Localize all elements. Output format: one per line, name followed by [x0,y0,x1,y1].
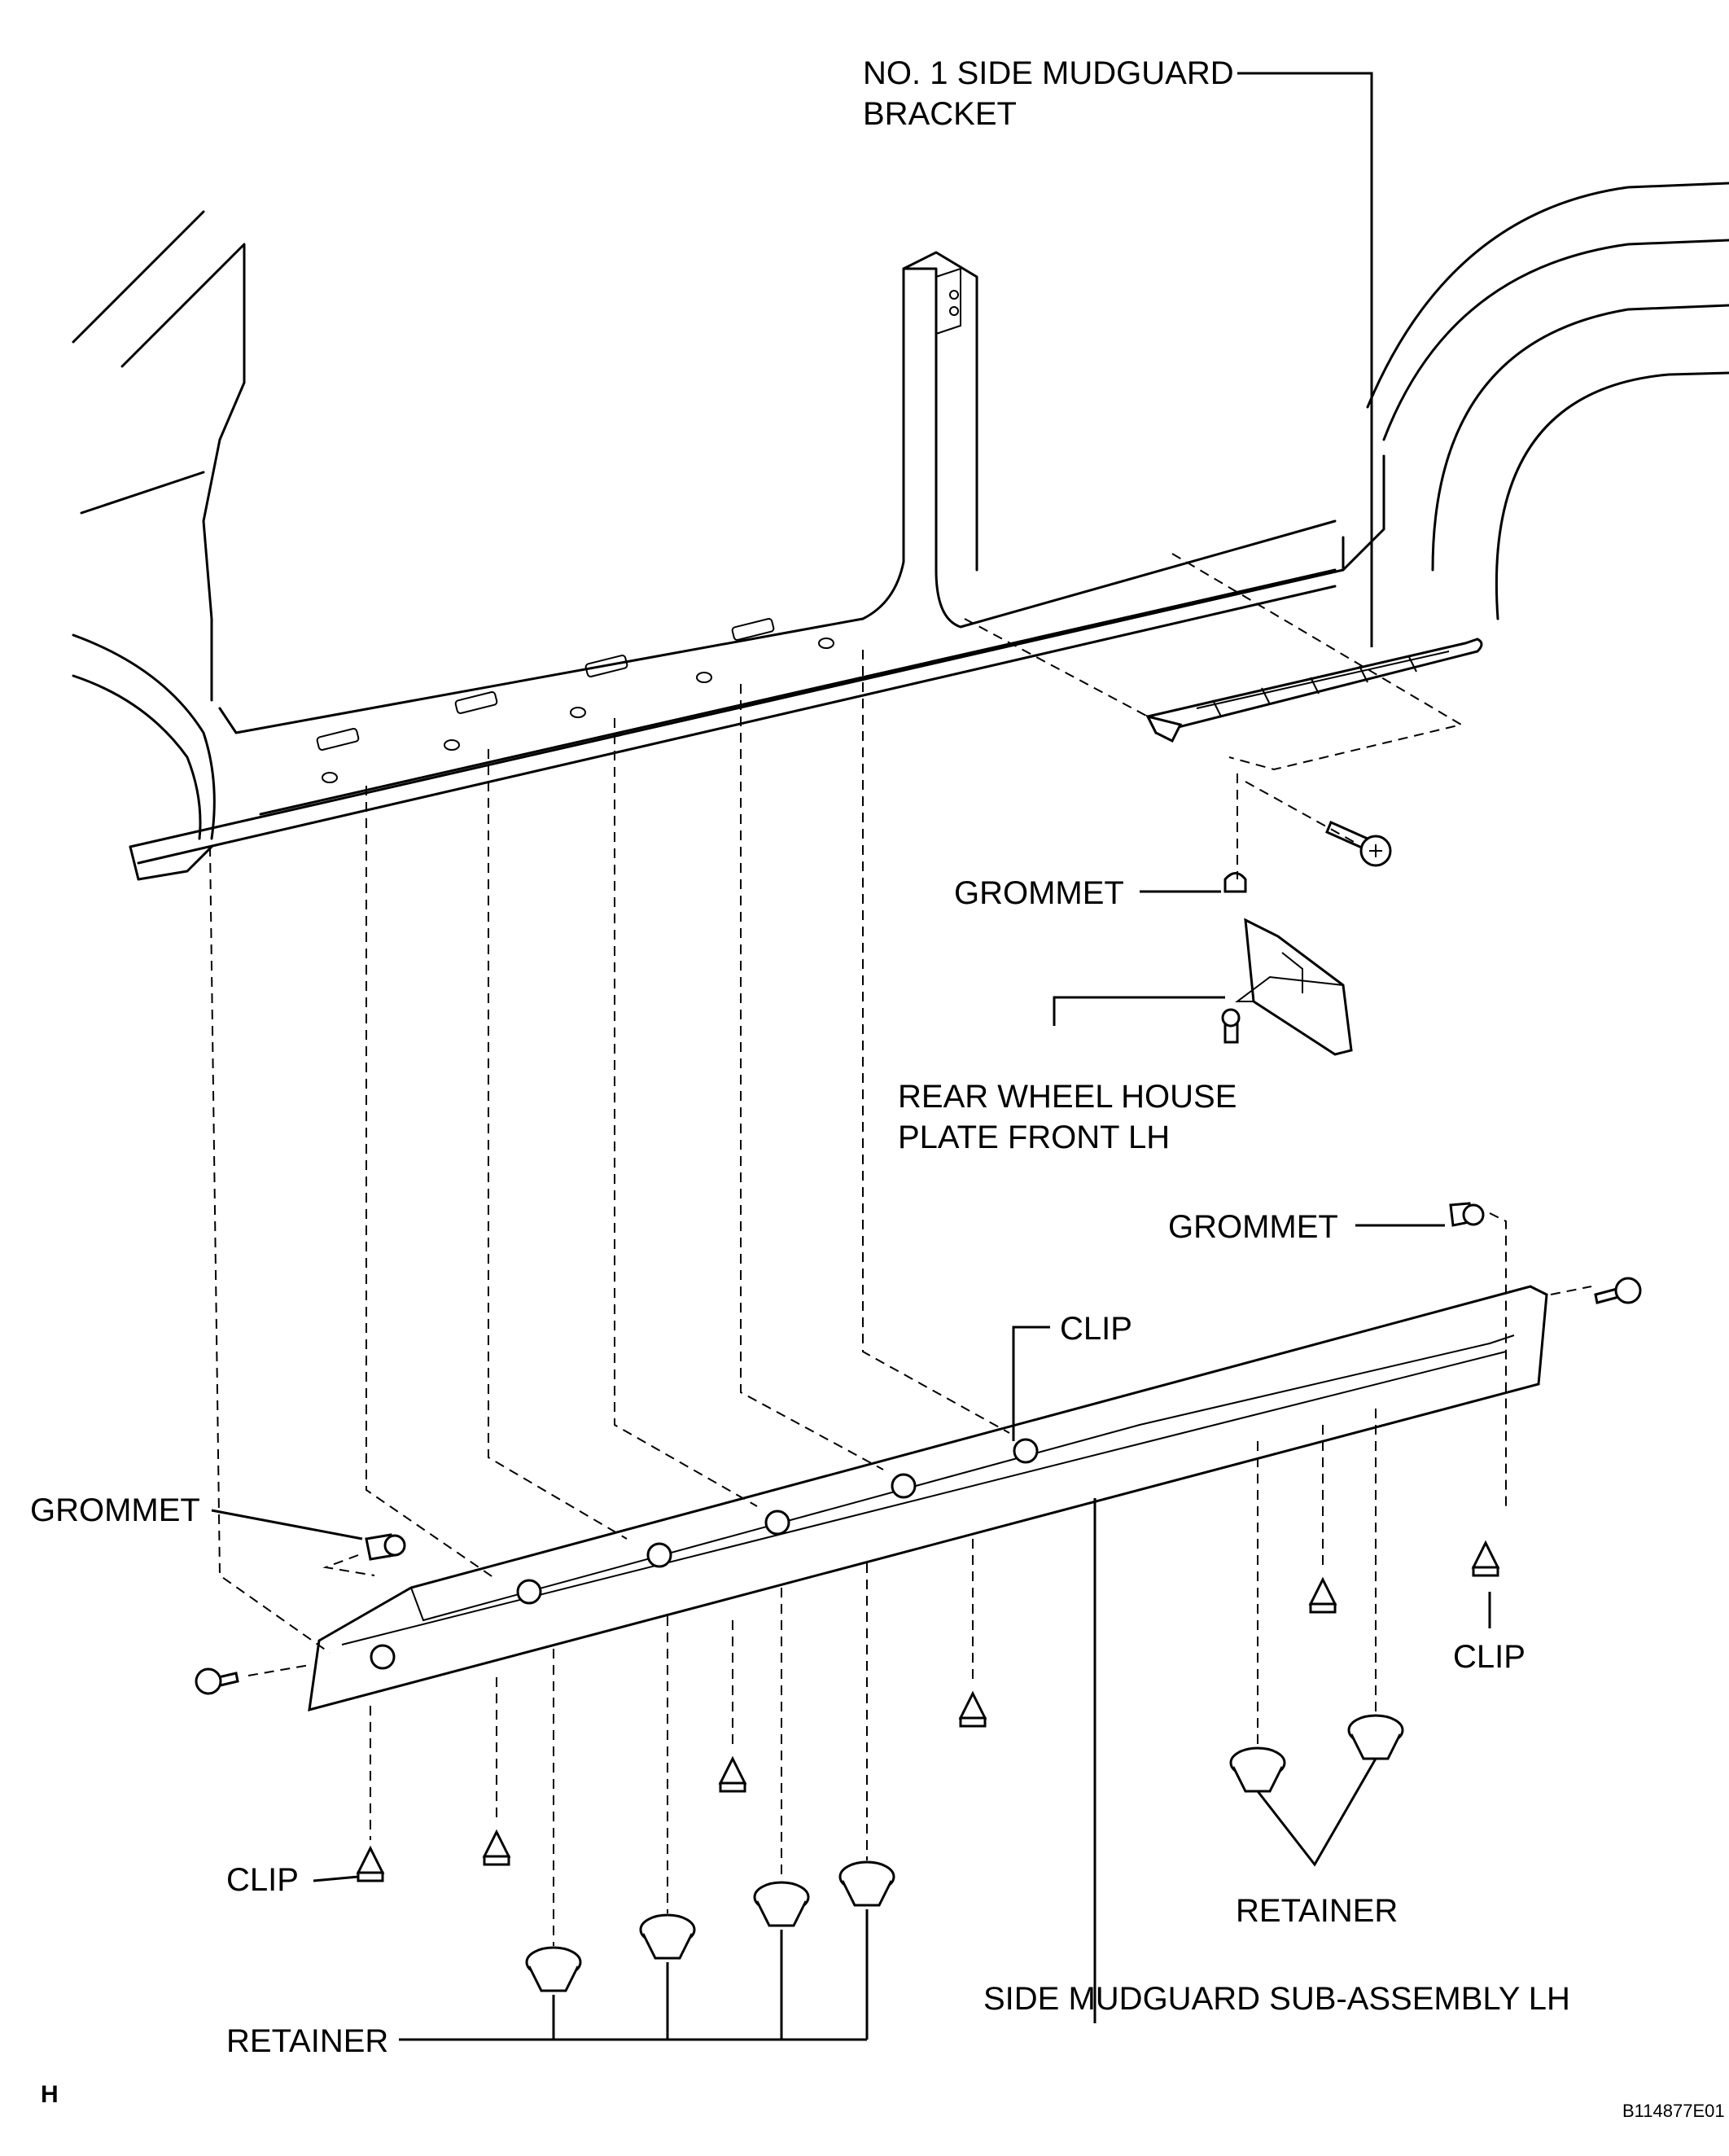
side-mudguard-sub-assembly-lh [308,1285,1548,1712]
label-clip-upper: CLIP [1060,1311,1132,1347]
bolt-right-end [1594,1277,1642,1304]
label-bracket-line1: NO. 1 SIDE MUDGUARD [863,55,1234,91]
vehicle-body-outline [72,182,1729,881]
label-side-mudguard: SIDE MUDGUARD SUB-ASSEMBLY LH [983,1981,1570,2017]
grommet-left-part [365,1533,406,1561]
label-clip-left: CLIP [226,1862,299,1898]
figure-code: B114877E01 [1622,2101,1725,2121]
rear-wheel-house-plate-front-lh [1235,918,1353,1056]
label-bracket-line2: BRACKET [863,96,1017,132]
label-clip-right: CLIP [1453,1639,1525,1675]
leader-lines [211,72,1491,2041]
bolt-upper-right [1325,821,1392,867]
grommet-upper-part [1223,872,1247,893]
clip-parts [356,1540,1500,1882]
bolt-left-end [195,1667,239,1695]
alignment-dashed-lines [209,553,1592,1946]
label-grommet-upper: GROMMET [954,875,1124,911]
label-retainer-right: RETAINER [1236,1893,1398,1929]
corner-mark: H [41,2081,59,2108]
bolt-wheelhouse-plate [1221,1008,1241,1044]
label-plate-line2: PLATE FRONT LH [898,1120,1170,1155]
no1-side-mudguard-bracket [1145,638,1483,743]
label-retainer-bottom: RETAINER [226,2023,388,2059]
label-grommet-right: GROMMET [1168,1209,1338,1245]
label-plate-line1: REAR WHEEL HOUSE [898,1079,1237,1115]
retainer-parts [525,1714,1404,1992]
label-grommet-left: GROMMET [30,1492,200,1528]
grommet-right-part [1449,1202,1485,1227]
